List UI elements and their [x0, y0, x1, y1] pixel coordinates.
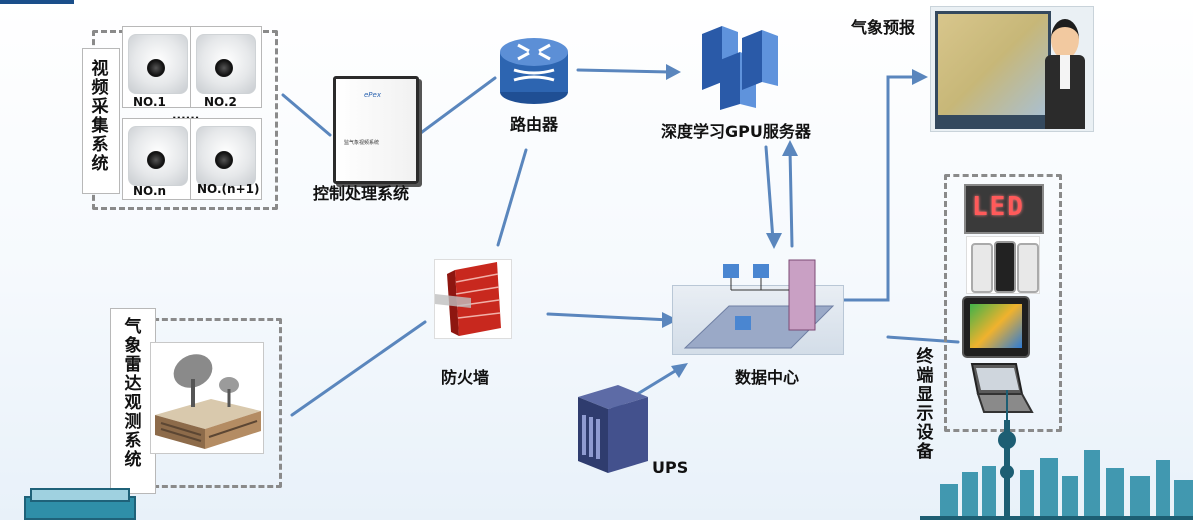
link-router-firewall: [496, 148, 528, 247]
terminal-devices-frame: [944, 174, 1062, 432]
weather-forecast-panel: [930, 6, 1094, 132]
control-system-label: 控制处理系统: [313, 184, 410, 203]
link-datacenter-gpu-up: [788, 148, 794, 248]
camera-icon-n: [128, 126, 188, 186]
camera-label-n1: NO.(n+1): [197, 182, 260, 196]
radar-system-label: 气象雷达观测系统: [124, 317, 142, 470]
arrowhead-forecast: [912, 69, 928, 85]
radar-system-label-box: [110, 308, 156, 494]
video-system-label: 视频采集系统: [91, 59, 109, 174]
router-icon: [498, 34, 570, 106]
city-skyline-decoration: [920, 380, 1193, 520]
data-center-icon: [672, 259, 844, 355]
camera-label-2: NO.2: [204, 95, 237, 109]
arrowhead-gpu: [666, 64, 681, 80]
router-label: 路由器: [510, 115, 559, 134]
link-firewall-datacenter: [546, 312, 672, 322]
control-cabinet-icon: ePex 监气象视频系统: [333, 76, 419, 184]
arrowhead-datacenter: [662, 312, 678, 328]
control-cabinet-brand: ePex: [364, 91, 381, 99]
weather-map-board: [935, 11, 1051, 119]
ship-decoration: [24, 488, 136, 520]
gpu-server-icon: [696, 20, 780, 110]
firewall-label: 防火墙: [441, 368, 490, 387]
gpu-server-label: 深度学习GPU服务器: [661, 122, 811, 141]
camera-icon-1: [128, 34, 188, 94]
link-datacenter-bus: [838, 75, 920, 302]
ups-label: UPS: [652, 458, 689, 477]
led-display-text: LED: [972, 192, 1025, 222]
arrowhead-ups: [671, 363, 688, 378]
radar-station-icon: [150, 342, 264, 454]
weather-symbol-strip: [935, 115, 1051, 129]
camera-icon-2: [196, 34, 256, 94]
presenter-figure: [1043, 19, 1085, 129]
camera-icon-n1: [196, 126, 256, 186]
link-video-control: [281, 93, 332, 137]
laptop-icon: [962, 360, 1034, 416]
link-control-router: [416, 76, 497, 137]
link-router-gpu: [576, 68, 672, 74]
tablet-icon: [962, 296, 1030, 358]
header-accent-bar: [0, 0, 74, 4]
control-cabinet-label: 监气象视频系统: [344, 140, 380, 146]
video-system-label-box: [82, 48, 120, 194]
link-radar-firewall: [290, 320, 427, 417]
camera-label-1: NO.1: [133, 95, 166, 109]
arrowhead-down: [766, 233, 782, 249]
smartphones-icon: [966, 236, 1040, 294]
arrowhead-up: [782, 140, 798, 156]
data-center-label: 数据中心: [735, 368, 800, 387]
link-gpu-datacenter-down: [764, 145, 775, 242]
camera-label-n: NO.n: [133, 184, 167, 198]
weather-forecast-label: 气象预报: [851, 18, 916, 37]
terminal-devices-label: 终端显示设备: [916, 347, 934, 462]
ups-icon: [578, 385, 648, 473]
firewall-icon: [434, 259, 512, 339]
led-display-icon: LED: [964, 184, 1044, 234]
